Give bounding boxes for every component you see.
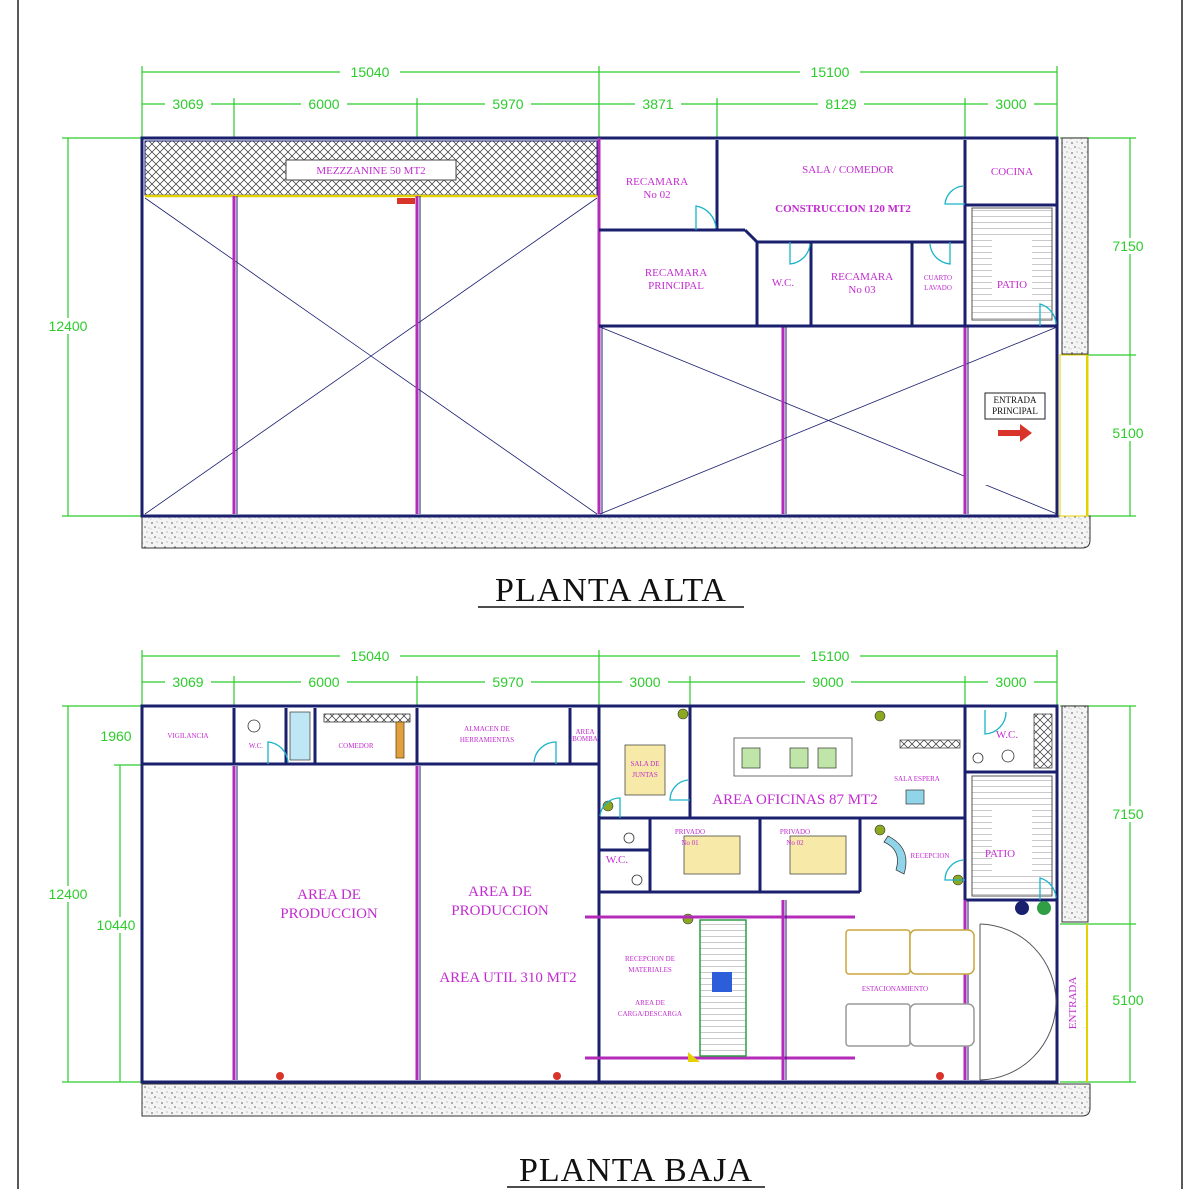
alta-recamara-02-line1: RECAMARA	[626, 176, 688, 188]
baja-sala-juntas-line2: JUNTAS	[632, 771, 658, 779]
alta-cuarto-lavado-line1: CUARTO	[924, 274, 952, 282]
baja-produccion-2-line1: AREA DE	[468, 884, 532, 900]
alta-dim-side-lower: 5100	[1112, 425, 1143, 441]
alta-dim-total-right: 15100	[811, 64, 850, 80]
baja-dim-6: 3000	[995, 674, 1026, 690]
baja-wc-right: W.C.	[996, 729, 1018, 741]
baja-recepcion-materiales-line2: MATERIALES	[628, 966, 672, 974]
baja-dim-side-inner: 10440	[97, 917, 136, 933]
alta-patio: PATIO	[997, 279, 1027, 291]
baja-recepcion-materiales-line1: RECEPCION DE	[625, 955, 675, 963]
alta-side-garden	[1061, 137, 1089, 355]
baja-area-bomba-line1: AREA	[575, 728, 594, 736]
alta-dim-6: 3000	[995, 96, 1026, 112]
planta-alta: 15040 15100 3069 6000 5970 3871 8129 300…	[48, 63, 1150, 609]
baja-dim-side-top: 1960	[100, 728, 131, 744]
alta-dimensions-top	[141, 66, 1058, 137]
entrada-arrow-icon	[998, 424, 1032, 442]
alta-dim-side-total: 12400	[49, 318, 88, 334]
alta-dim-side-upper: 7150	[1112, 238, 1143, 254]
baja-side-garden	[1061, 705, 1089, 923]
baja-privado-02-line2: No 02	[786, 839, 804, 847]
baja-area-bomba-line2: BOMBA	[572, 735, 598, 743]
alta-recamara-principal-line2: PRINCIPAL	[648, 280, 704, 292]
baja-sala-juntas-line1: SALA DE	[631, 760, 660, 768]
baja-dim-1: 3069	[172, 674, 203, 690]
planta-alta-title: PLANTA ALTA	[495, 572, 727, 609]
alta-wc: W.C.	[772, 277, 794, 289]
planta-baja-title: PLANTA BAJA	[519, 1152, 753, 1189]
alta-sidewalk	[141, 515, 1091, 549]
alta-entrada-line1: ENTRADA	[994, 395, 1037, 405]
baja-vigilancia: VIGILANCIA	[167, 732, 208, 740]
baja-dim-total-right: 15100	[811, 648, 850, 664]
baja-dim-side-lower: 5100	[1112, 992, 1143, 1008]
baja-wc-left: W.C.	[606, 854, 628, 866]
alta-recamara-03-line2: No 03	[848, 284, 876, 296]
baja-privado-01-line1: PRIVADO	[675, 828, 705, 836]
baja-sala-espera: SALA ESPERA	[894, 775, 940, 783]
baja-dim-2: 6000	[308, 674, 339, 690]
baja-estacionamiento: ESTACIONAMIENTO	[862, 985, 928, 993]
alta-entrada-line2: PRINCIPAL	[992, 406, 1038, 416]
baja-privado-01-line2: No 01	[681, 839, 699, 847]
baja-produccion-1-line1: AREA DE	[297, 887, 361, 903]
alta-dim-5: 8129	[825, 96, 856, 112]
alta-construccion: CONSTRUCCION 120 MT2	[775, 203, 911, 215]
baja-almacen-line2: HERRAMIENTAS	[460, 736, 514, 744]
baja-dim-4: 3000	[629, 674, 660, 690]
alta-entrada-box	[984, 392, 1046, 420]
baja-produccion-1-line2: PRODUCCION	[280, 906, 378, 922]
alta-dim-total-left: 15040	[351, 64, 390, 80]
baja-dim-3: 5970	[492, 674, 523, 690]
baja-comedor: COMEDOR	[338, 742, 373, 750]
alta-cuarto-lavado-line2: LAVADO	[924, 284, 952, 292]
baja-dim-side-upper: 7150	[1112, 806, 1143, 822]
baja-dim-5: 9000	[812, 674, 843, 690]
alta-dim-3: 5970	[492, 96, 523, 112]
baja-produccion-2-line2: PRODUCCION	[451, 903, 549, 919]
baja-dim-total-left: 15040	[351, 648, 390, 664]
alta-cocina: COCINA	[991, 166, 1033, 178]
baja-carga-line1: AREA DE	[635, 999, 665, 1007]
alta-dim-2: 6000	[308, 96, 339, 112]
alta-dim-4: 3871	[642, 96, 673, 112]
baja-patio: PATIO	[985, 848, 1015, 860]
baja-privado-02-line1: PRIVADO	[780, 828, 810, 836]
baja-area-util: AREA UTIL 310 MT2	[439, 970, 576, 986]
baja-recepcion: RECEPCION	[911, 852, 950, 860]
baja-almacen-line1: ALMACEN DE	[464, 725, 510, 733]
baja-sidewalk	[141, 1083, 1091, 1117]
planta-baja: 15040 15100 3069 6000 5970 3000 9000 300…	[48, 648, 1150, 1189]
alta-recamara-02-line2: No 02	[643, 189, 670, 201]
alta-recamara-principal-line1: RECAMARA	[645, 267, 707, 279]
baja-wc-small: W.C.	[249, 742, 263, 750]
alta-sala-comedor: SALA / COMEDOR	[802, 164, 894, 176]
baja-entrada: ENTRADA	[1067, 977, 1079, 1030]
baja-dim-side-total: 12400	[49, 886, 88, 902]
baja-area-oficinas: AREA OFICINAS 87 MT2	[712, 792, 877, 808]
baja-carga-line2: CARGA/DESCARGA	[618, 1010, 682, 1018]
mezzanine-label: MEZZZANINE 50 MT2	[316, 165, 425, 177]
alta-dim-1: 3069	[172, 96, 203, 112]
alta-recamara-03-line1: RECAMARA	[831, 271, 893, 283]
